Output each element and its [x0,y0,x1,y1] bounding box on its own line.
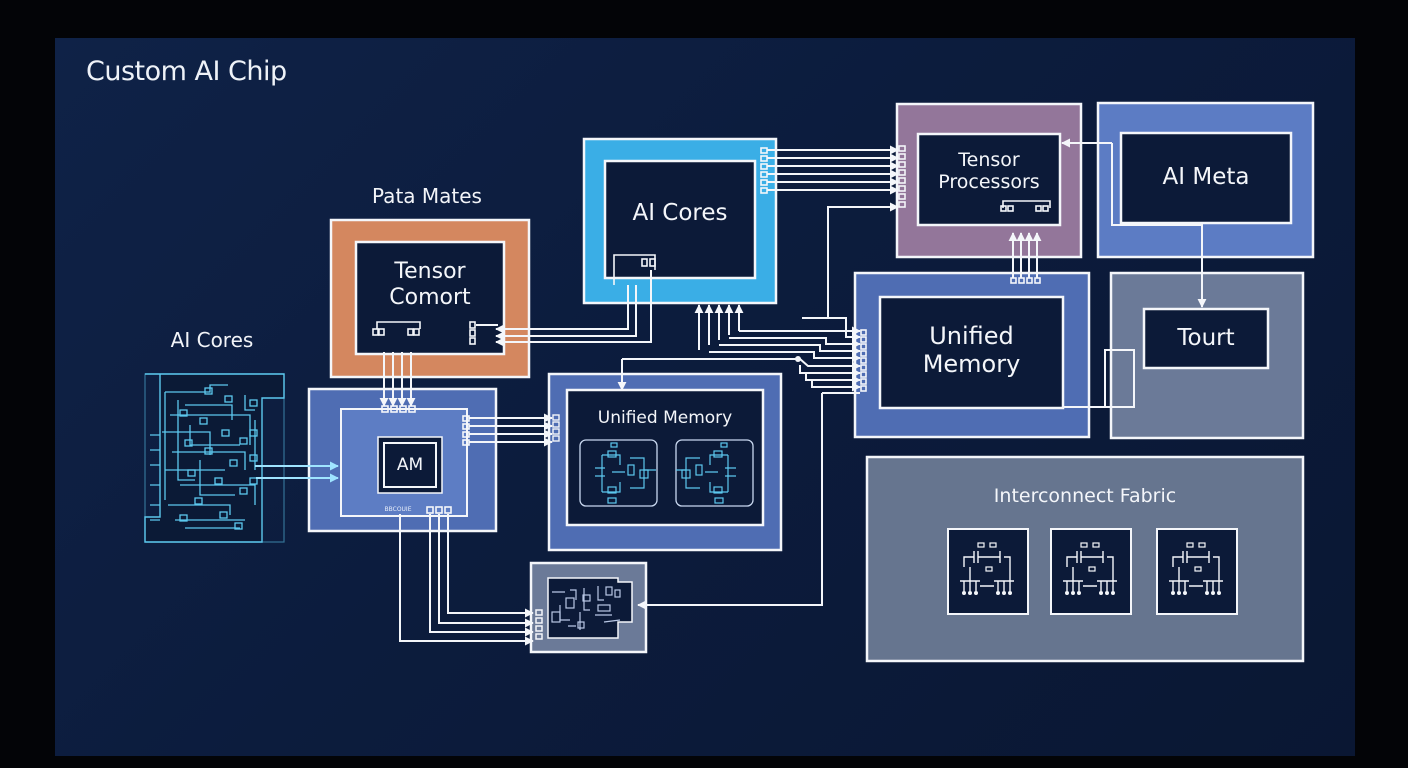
ai-cores-main-block[interactable] [582,137,778,305]
circuit-trace [180,484,256,505]
memory-circuit-right [675,439,754,507]
interconnect-fabric-label: Interconnect Fabric [993,484,1177,507]
circuit-component [204,447,213,455]
circuit-component [249,454,258,462]
circuit-component [249,399,258,407]
circuit-component [214,477,223,485]
unified-memory-right-label: Unified Memory [880,318,1063,382]
tourt-label: Tourt [1177,324,1235,351]
unified-memory-right-block[interactable] [853,271,1091,439]
tensor-processors-line2: Processors [938,171,1040,193]
ai-cores-main-label: AI Cores [632,200,728,227]
tensor-processors-label: Tensor Processors [918,146,1060,196]
circuit-component [199,417,208,425]
circuit-component [194,497,203,505]
circuit-component [224,395,233,403]
ai-cores-left-caption: AI Cores [170,328,254,352]
circuit-component [249,429,258,437]
circuit-component [221,429,230,437]
data-mates-caption: Pata Mates [372,184,482,208]
tensor-comort-pins [372,321,476,345]
io-controller-circuit [551,586,621,630]
tensor-comort-block[interactable] [329,218,531,379]
unified-memory-right-line2: Memory [922,350,1021,378]
circuit-component [184,439,193,447]
circuit-component [239,487,248,495]
interconnect-cells [947,528,1238,615]
tensor-processors-pins [898,145,1051,212]
tensor-comort-line2: Comort [389,285,471,310]
circuit-component [179,409,188,417]
unified-memory-right-line1: Unified [929,321,1014,350]
unified-memory-center-pins [552,414,560,442]
io-controller-block[interactable] [529,561,648,654]
memory-circuit-left [579,439,658,507]
circuit-component [179,514,188,522]
tourt-block[interactable] [1104,271,1305,440]
tensor-processors-block[interactable] [895,102,1083,259]
circuit-trace [168,504,231,515]
circuit-component [219,511,228,519]
circuit-component [234,522,243,530]
circuit-trace [162,431,211,455]
ai-cores-left-circuit[interactable] [144,373,285,543]
circuit-trace [199,460,235,496]
ai-meta-label: AI Meta [1162,164,1250,191]
ai-meta-block[interactable] [1096,101,1315,259]
circuit-traces [150,384,258,530]
circuit-trace [150,434,160,521]
tensor-comort-label: Tensor Comort [356,255,504,315]
circuit-component [239,437,248,445]
interconnect-cell [947,528,1029,615]
interconnect-cell [1156,528,1238,615]
tensor-comort-line1: Tensor [394,259,466,285]
am-block[interactable] [307,387,498,533]
circuit-component [229,459,238,467]
circuit-component [249,477,258,485]
circuit-trace [177,400,195,481]
am-label: AM [396,454,424,475]
circuit-component [204,387,213,395]
ai-cores-left-wires [255,461,339,483]
circuit-trace [244,395,255,411]
unified-memory-center-label: Unified Memory [597,407,733,428]
interconnect-cell [1050,528,1132,615]
tensor-processors-line1: Tensor [958,148,1020,171]
circuit-trace [172,451,246,470]
circuit-component [187,469,196,477]
page-title: Custom AI Chip [86,56,287,87]
am-pin-label: BBCOUIE [384,506,412,514]
wires [379,138,1207,646]
